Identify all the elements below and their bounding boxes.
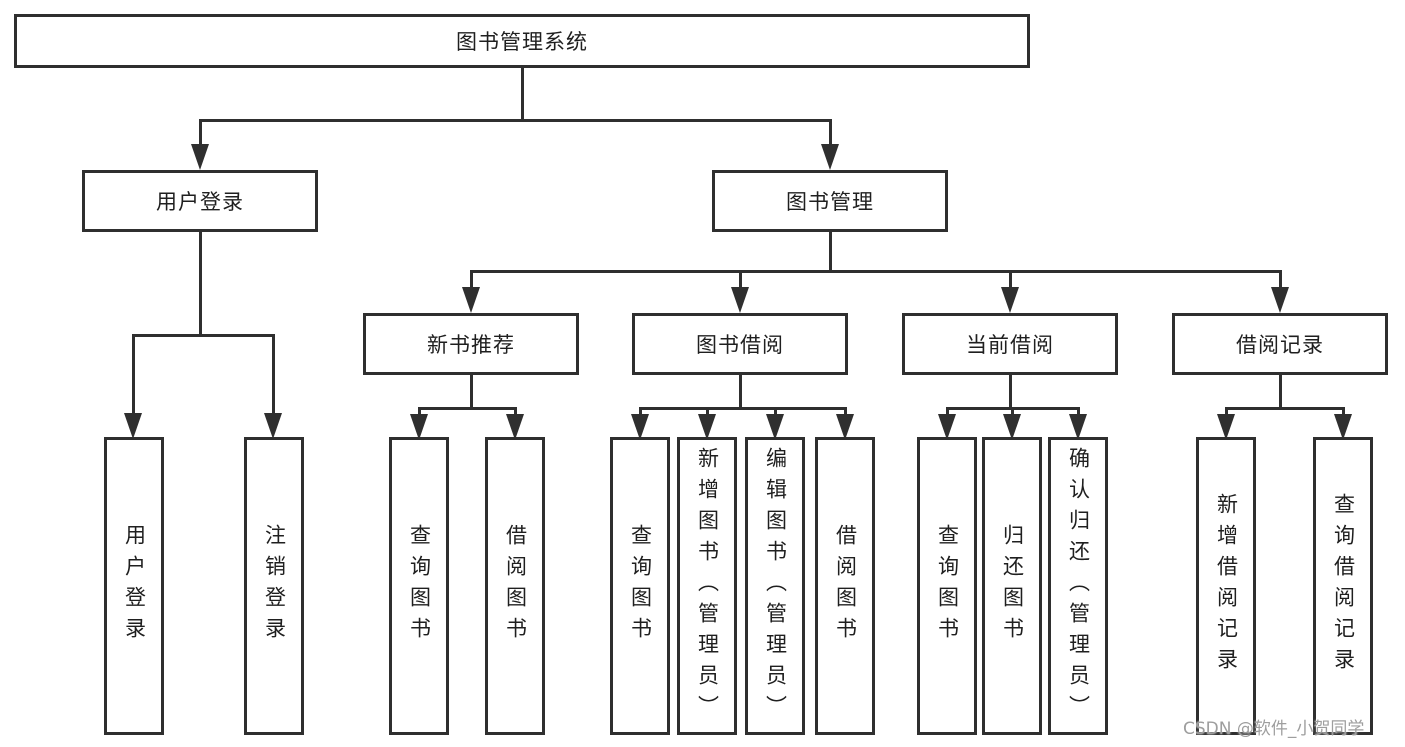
connector-hline [638,406,847,410]
connector-hline [1224,406,1345,410]
arrow-down-icon [124,413,142,439]
leaf-label: 用户登录 [122,524,147,648]
connector-vline [738,271,742,295]
connector-vline [469,271,473,295]
leaf-edit-book-admin: 编辑图书（管理员） [745,437,805,735]
connector-vline [1278,271,1282,295]
leaf-query-books-borrowing: 查询图书 [610,437,670,735]
node-current-borrowing: 当前借阅 [902,313,1118,375]
connector-vline [828,120,832,152]
arrow-down-icon [731,287,749,313]
connector-vline [469,375,473,409]
leaf-logout: 注销登录 [244,437,304,735]
leaf-label: 借阅图书 [833,524,858,648]
leaf-label: 新增图书（管理员） [695,446,720,726]
leaf-label: 查询借阅记录 [1331,493,1356,679]
arrow-down-icon [1001,287,1019,313]
node-user-login: 用户登录 [82,170,318,232]
arrow-down-icon [766,414,784,440]
connector-vline [131,335,135,421]
leaf-label: 查询图书 [935,524,960,648]
arrow-down-icon [631,414,649,440]
leaf-label: 查询图书 [407,524,432,648]
connector-hline [417,406,517,410]
leaf-return-books: 归还图书 [982,437,1042,735]
leaf-label: 确认归还（管理员） [1066,446,1091,726]
arrow-down-icon [938,414,956,440]
arrow-down-icon [1003,414,1021,440]
connector-hline [198,118,832,122]
arrow-down-icon [698,414,716,440]
leaf-add-borrow-record: 新增借阅记录 [1196,437,1256,735]
connector-vline [198,232,202,336]
node-label: 图书管理系统 [456,30,588,54]
watermark: CSDN @软件_小贺同学 [1183,719,1365,739]
leaf-label: 编辑图书（管理员） [763,446,788,726]
arrow-down-icon [506,414,524,440]
connector-vline [198,120,202,152]
leaf-confirm-return-admin: 确认归还（管理员） [1048,437,1108,735]
leaf-query-books-current: 查询图书 [917,437,977,735]
arrow-down-icon [1334,414,1352,440]
arrow-down-icon [462,287,480,313]
leaf-label: 归还图书 [1000,524,1025,648]
node-label: 当前借阅 [966,333,1054,357]
leaf-user-login: 用户登录 [104,437,164,735]
leaf-query-borrow-record: 查询借阅记录 [1313,437,1373,735]
node-book-borrowing: 图书借阅 [632,313,848,375]
leaf-add-book-admin: 新增图书（管理员） [677,437,737,735]
connector-vline [828,232,832,272]
leaf-query-books-recommend: 查询图书 [389,437,449,735]
arrow-down-icon [264,413,282,439]
node-book-management: 图书管理 [712,170,948,232]
node-label: 借阅记录 [1236,333,1324,357]
connector-vline [1008,375,1012,409]
arrow-down-icon [1069,414,1087,440]
connector-vline [1008,271,1012,295]
connector-hline [131,333,275,337]
connector-vline [1278,375,1282,409]
arrow-down-icon [410,414,428,440]
leaf-label: 注销登录 [262,524,287,648]
leaf-borrow-books: 借阅图书 [815,437,875,735]
connector-hline [469,269,1282,273]
leaf-label: 查询图书 [628,524,653,648]
node-borrow-records: 借阅记录 [1172,313,1388,375]
leaf-label: 借阅图书 [503,524,528,648]
node-library-system: 图书管理系统 [14,14,1030,68]
arrow-down-icon [836,414,854,440]
arrow-down-icon [1271,287,1289,313]
leaf-borrow-books-recommend: 借阅图书 [485,437,545,735]
connector-vline [271,335,275,421]
node-new-book-recommend: 新书推荐 [363,313,579,375]
arrow-down-icon [1217,414,1235,440]
node-label: 用户登录 [156,190,244,214]
arrow-down-icon [821,144,839,170]
leaf-label: 新增借阅记录 [1214,493,1239,679]
connector-vline [738,375,742,409]
node-label: 图书借阅 [696,333,784,357]
node-label: 图书管理 [786,190,874,214]
arrow-down-icon [191,144,209,170]
connector-vline [520,68,524,121]
node-label: 新书推荐 [427,333,515,357]
